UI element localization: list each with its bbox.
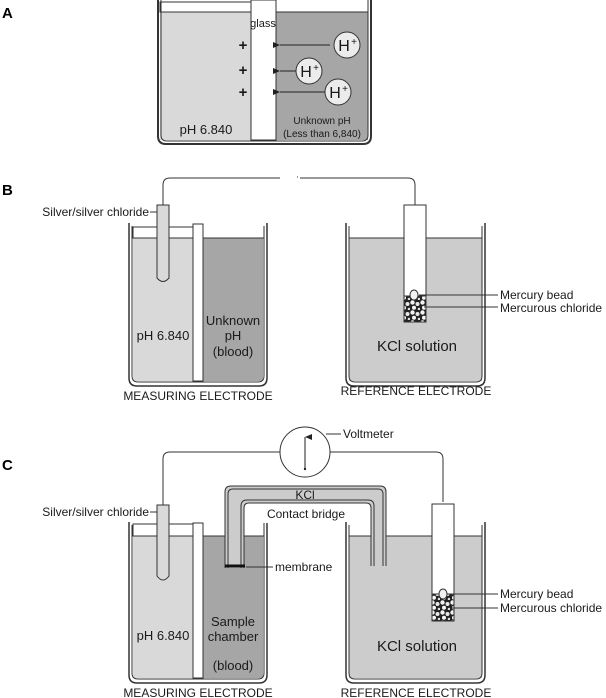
panel-b-reference-caption: REFERENCE ELECTRODE bbox=[341, 384, 492, 398]
panel-c-mercury-bead bbox=[438, 588, 448, 600]
kcl-bridge-label: KCl bbox=[295, 488, 314, 502]
panel-b-mercury-bead bbox=[409, 289, 419, 301]
panel-a-unknown-line2: (Less than 6,840) bbox=[283, 129, 361, 140]
panel-c-wire-left bbox=[162, 451, 280, 510]
panel-c-measuring-caption: MEASURING ELECTRODE bbox=[123, 686, 272, 698]
svg-text:H: H bbox=[300, 64, 312, 81]
panel-b-wire-right bbox=[300, 177, 416, 205]
panel-c-sample-line1: Sample bbox=[211, 614, 255, 629]
contact-bridge-label: Contact bridge bbox=[267, 507, 345, 521]
panel-b-glass-divider bbox=[192, 223, 204, 382]
hydrogen-ion-3: H + bbox=[324, 78, 352, 106]
svg-text:+: + bbox=[351, 37, 357, 48]
panel-c-wire-right bbox=[330, 451, 444, 502]
membrane-label: membrane bbox=[275, 560, 333, 574]
panel-b-measuring-caption: MEASURING ELECTRODE bbox=[123, 389, 272, 403]
svg-text:+: + bbox=[313, 63, 319, 74]
glass-label: glass bbox=[250, 18, 276, 30]
panel-a: A glass + + + H + H + bbox=[2, 0, 372, 145]
panel-c-silver-electrode bbox=[156, 504, 170, 581]
panel-b-measuring-beaker bbox=[128, 223, 268, 387]
panel-a-beaker-outline bbox=[157, 0, 372, 145]
kcl-contact-bridge bbox=[224, 485, 387, 568]
panel-b-wire-left bbox=[162, 177, 280, 205]
panel-b-unknown-line2: pH bbox=[225, 328, 242, 343]
panel-a-left-ph: pH 6.840 bbox=[180, 122, 233, 137]
svg-text:H: H bbox=[338, 38, 350, 55]
panel-b-unknown-line1: Unknown bbox=[206, 313, 260, 328]
svg-text:H: H bbox=[329, 85, 341, 102]
panel-c-label: C bbox=[2, 457, 13, 474]
hydrogen-ion-1: H + bbox=[333, 31, 361, 59]
panel-a-unknown-line1: Unknown pH bbox=[293, 116, 350, 127]
panel-c-left-ph: pH 6.840 bbox=[137, 628, 190, 643]
panel-b: B Silver/silver chloride pH 6.840 Unknow… bbox=[2, 176, 602, 403]
panel-b-mercury-bead-label: Mercury bead bbox=[500, 288, 573, 302]
voltmeter bbox=[279, 426, 331, 478]
panel-b-silver-label: Silver/silver chloride bbox=[42, 205, 149, 219]
panel-b-label: B bbox=[2, 182, 13, 199]
panel-c-sample-line2: chamber bbox=[208, 629, 259, 644]
charge-plus-1: + bbox=[239, 37, 248, 54]
panel-b-calomel-tube bbox=[403, 204, 427, 299]
panel-c-mercury-bead-label: Mercury bead bbox=[500, 587, 573, 601]
panel-c-mercurous-chloride-label: Mercurous chloride bbox=[500, 601, 602, 615]
panel-c-calomel-tube bbox=[431, 503, 455, 595]
svg-text:+: + bbox=[342, 84, 348, 95]
panel-c-kcl-solution-label: KCl solution bbox=[377, 638, 457, 655]
charge-plus-3: + bbox=[239, 84, 248, 101]
panel-c: C Voltmeter bbox=[2, 426, 602, 698]
voltmeter-label: Voltmeter bbox=[343, 427, 394, 441]
panel-a-label: A bbox=[2, 5, 13, 22]
panel-a-left-solution bbox=[160, 12, 251, 140]
panel-c-reference-beaker bbox=[345, 522, 486, 684]
panel-c-silver-label: Silver/silver chloride bbox=[42, 505, 149, 519]
panel-b-unknown-line3: (blood) bbox=[213, 344, 253, 359]
panel-b-kcl-solution-label: KCl solution bbox=[377, 338, 457, 355]
hydrogen-ion-2: H + bbox=[295, 57, 323, 85]
panel-b-mercurous-chloride-label: Mercurous chloride bbox=[500, 301, 602, 315]
panel-c-sample-line3: (blood) bbox=[213, 658, 253, 673]
panel-b-left-ph: pH 6.840 bbox=[137, 328, 190, 343]
charge-plus-2: + bbox=[239, 62, 248, 79]
panel-b-silver-electrode bbox=[156, 204, 170, 282]
panel-c-glass-divider bbox=[192, 522, 204, 679]
panel-c-reference-caption: REFERENCE ELECTRODE bbox=[341, 686, 492, 698]
